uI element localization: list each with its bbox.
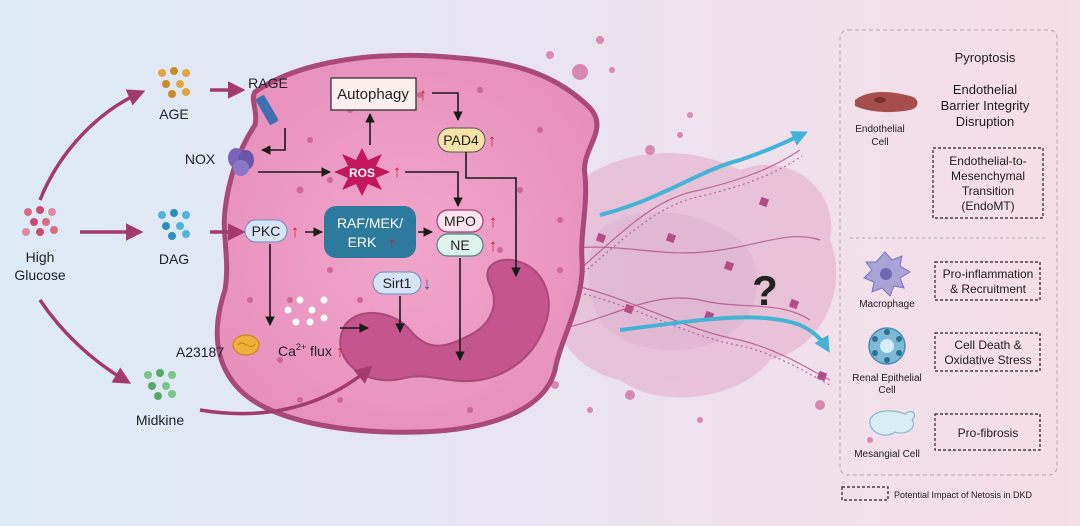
ca-flux-rest: flux [306, 343, 332, 359]
scatter-dots [542, 36, 873, 443]
ros-starburst [334, 148, 390, 196]
ca-flux-label: Ca2+ flux [278, 342, 332, 359]
high-glucose-icon [22, 206, 58, 236]
pro-inflammation-box [934, 261, 1041, 301]
dag-label: DAG [159, 251, 189, 267]
histone-markers [595, 196, 828, 382]
autophagy-up-arrow: ↑ [419, 85, 428, 104]
endomt-line1: Endothelial-to- [949, 154, 1026, 168]
rage-label: RAGE [248, 75, 288, 91]
arrow-glucose-to-age [38, 89, 146, 201]
high-glucose-label-line1: High [26, 249, 55, 265]
net-cloud [546, 153, 837, 398]
pad4-pill [437, 127, 486, 153]
high-glucose-label-line2: Glucose [14, 267, 66, 283]
raf-up-arrow: ↑ [388, 235, 396, 252]
barrier-line1: Endothelial [953, 82, 1017, 97]
mesangial-cell-label: Mesangial Cell [854, 449, 920, 460]
legend-label: Potential Impact of Netosis in DKD [894, 490, 1033, 500]
pkc-label: PKC [252, 223, 281, 239]
ne-up-arrow: ↑ [489, 236, 498, 255]
arrow-midkine-to-nucleus [199, 365, 373, 416]
nox-label: NOX [185, 151, 216, 167]
ca-ions [284, 296, 328, 326]
pkc-up-arrow: ↑ [291, 222, 300, 241]
ca-flux-base: Ca [278, 343, 296, 359]
arrow-autophagy-to-pad4 [432, 92, 463, 121]
barrier-line3: Disruption [956, 114, 1015, 129]
raf-mek-erk-line1: RAF/MEK/ [337, 215, 403, 231]
cell-death-line1: Cell Death & [954, 338, 1021, 352]
ros-label: ROS [349, 166, 375, 180]
arrow-rage-to-nox [261, 128, 286, 155]
midkine-icon [144, 369, 176, 400]
a23187-icon [232, 334, 260, 356]
endomt-line4: (EndoMT) [961, 199, 1014, 213]
endomt-box [932, 147, 1044, 219]
nucleus [339, 258, 550, 383]
cyan-arrow-upper [599, 131, 808, 217]
autophagy-label: Autophagy [337, 86, 409, 103]
ca-flux-sup: 2+ [296, 342, 306, 352]
macrophage-icon [863, 251, 911, 297]
endothelial-cell-line2: Cell [871, 137, 888, 148]
pad4-label: PAD4 [443, 132, 479, 148]
endomt-line3: Transition [962, 184, 1014, 198]
age-icon [158, 67, 190, 98]
pyroptosis-label: Pyroptosis [955, 50, 1016, 65]
cyan-arrow-lower [619, 315, 830, 353]
midkine-label: Midkine [136, 412, 184, 428]
question-mark: ? [752, 267, 778, 314]
arrow-ros-to-mpo [405, 171, 463, 207]
raf-mek-erk-box [324, 206, 416, 258]
mesangial-cell-icon [869, 410, 916, 436]
pro-inflammation-line2: & Recruitment [950, 282, 1027, 296]
ca-up-arrow: ↑ [336, 342, 345, 361]
impact-panel [839, 29, 1058, 476]
pro-inflammation-line1: Pro-inflammation [943, 267, 1034, 281]
mpo-pill [436, 209, 484, 233]
mpo-label: MPO [444, 213, 476, 229]
ne-pill [436, 233, 484, 257]
pkc-pill [244, 219, 288, 243]
macrophage-label: Macrophage [859, 299, 915, 310]
renal-epithelial-cell-icon [868, 327, 906, 365]
ros-up-arrow: ↑ [393, 162, 402, 181]
nox-icon [228, 148, 254, 176]
barrier-line2: Barrier Integrity [941, 98, 1030, 113]
pro-fibrosis-box [934, 413, 1041, 451]
mpo-up-arrow: ↑ [489, 212, 498, 231]
autophagy-box [330, 77, 417, 111]
pad4-up-arrow: ↑ [488, 131, 497, 150]
arrow-pad4-to-nucleus [465, 152, 521, 277]
age-label: AGE [159, 106, 189, 122]
pro-fibrosis-label: Pro-fibrosis [958, 426, 1019, 440]
renal-cell-line1: Renal Epithelial [852, 373, 922, 384]
a23187-label: A23187 [176, 344, 224, 360]
ne-label: NE [450, 237, 469, 253]
cell-death-box [934, 332, 1041, 372]
sirt1-down-arrow: ↓ [423, 274, 432, 293]
dag-icon [158, 209, 190, 240]
endomt-line2: Mesenchymal [951, 169, 1025, 183]
raf-mek-erk-line2: ERK [348, 234, 377, 250]
renal-cell-line2: Cell [878, 385, 895, 396]
rage-receptor-icon [255, 95, 279, 125]
legend-swatch [841, 486, 889, 501]
sirt1-label: Sirt1 [383, 275, 412, 291]
sirt1-pill [372, 271, 422, 295]
endothelial-cell-icon [855, 92, 918, 113]
cell-death-line2: Oxidative Stress [944, 353, 1031, 367]
endothelial-cell-line1: Endothelial [855, 124, 904, 135]
arrow-glucose-to-midkine [38, 299, 132, 384]
